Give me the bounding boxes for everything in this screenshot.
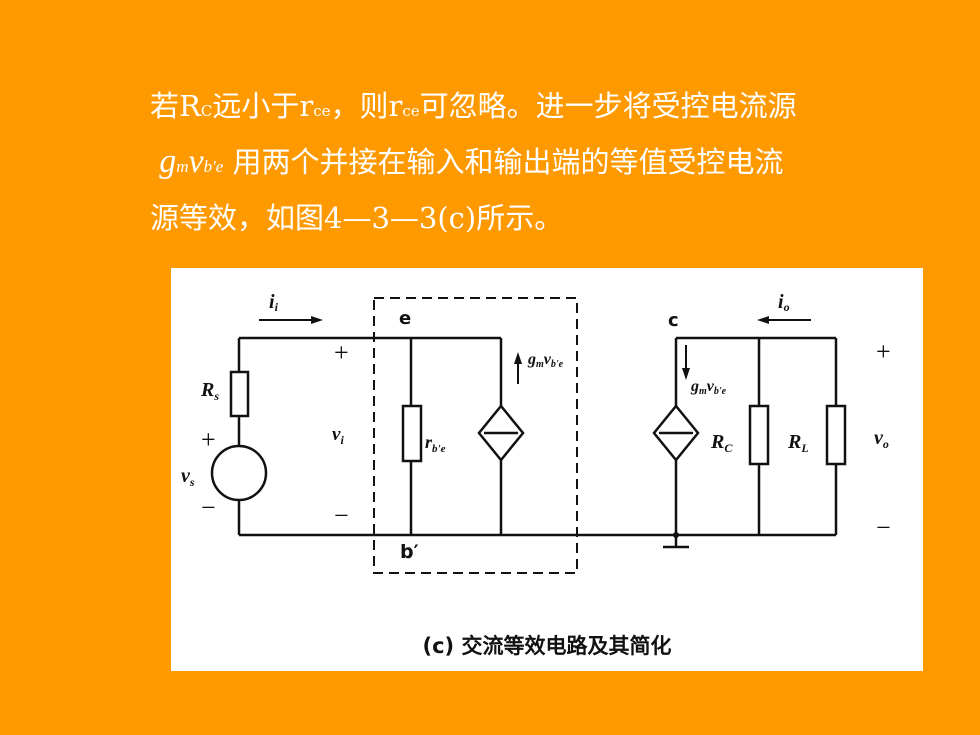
math-g: g bbox=[159, 143, 177, 180]
text: 用两个并接在输入和输出端的等值受控电流 bbox=[223, 145, 784, 179]
label-node-b-prime: b′ bbox=[400, 541, 419, 563]
label-vi: vi bbox=[332, 424, 344, 447]
label-minus-source: − bbox=[201, 493, 216, 522]
label-rs: Rs bbox=[200, 379, 219, 403]
label-vo: vo bbox=[874, 427, 889, 451]
label-minus-output: − bbox=[876, 513, 891, 542]
text: 若R bbox=[150, 89, 201, 123]
paragraph-line-3: 源等效，如图4—3—3(c)所示。 bbox=[150, 201, 564, 235]
arrowhead bbox=[757, 316, 769, 324]
circuit-diagram: ii io e c b′ + − + − + − Rs vs vi rb'e g… bbox=[181, 291, 891, 574]
paragraph: 若RC远小于rce，则rce可忽略。进一步将受控电流源 gmvb'e 用两个并接… bbox=[150, 78, 910, 246]
subscript: C bbox=[200, 102, 213, 120]
label-vs: vs bbox=[181, 465, 195, 489]
paragraph-line-2: gmvb'e 用两个并接在输入和输出端的等值受控电流 bbox=[150, 134, 910, 190]
math-sub: b'e bbox=[203, 157, 224, 176]
text: ，则r bbox=[330, 89, 403, 123]
subscript: ce bbox=[402, 102, 420, 120]
text: 可忽略。进一步将受控电流源 bbox=[419, 89, 797, 123]
label-plus-source: + bbox=[201, 425, 216, 454]
resistor-rs bbox=[229, 370, 250, 418]
arrowhead bbox=[514, 352, 522, 364]
junction-dot bbox=[673, 532, 679, 538]
label-gm-input: gmvb'e bbox=[527, 351, 564, 370]
label-ii: ii bbox=[269, 291, 279, 314]
resistor-rc bbox=[748, 404, 770, 466]
label-rl: RL bbox=[787, 431, 809, 455]
text: 远小于r bbox=[212, 89, 314, 123]
math-v: v bbox=[188, 143, 204, 180]
label-plus-input: + bbox=[334, 338, 349, 367]
resistor-rl bbox=[825, 404, 847, 466]
resistor-rbe bbox=[401, 404, 423, 463]
voltage-source-vs bbox=[210, 444, 268, 502]
arrowhead bbox=[311, 316, 323, 324]
arrowhead bbox=[682, 368, 690, 380]
subscript: ce bbox=[313, 102, 331, 120]
label-rc: RC bbox=[710, 431, 733, 455]
figure-caption: (c) 交流等效电路及其简化 bbox=[422, 634, 672, 658]
paragraph-line-1: 若RC远小于rce，则rce可忽略。进一步将受控电流源 bbox=[150, 78, 910, 134]
math-sub: m bbox=[176, 157, 189, 176]
label-gm-output: gmvb'e bbox=[690, 378, 727, 397]
label-minus-input: − bbox=[334, 501, 349, 530]
label-node-e: e bbox=[399, 308, 411, 329]
label-rbe: rb'e bbox=[425, 432, 446, 455]
label-io: io bbox=[778, 291, 790, 314]
circuit-figure: ii io e c b′ + − + − + − Rs vs vi rb'e g… bbox=[171, 268, 923, 671]
label-plus-output: + bbox=[876, 337, 891, 366]
label-node-c: c bbox=[668, 310, 679, 331]
transistor-boundary-box bbox=[373, 297, 578, 574]
